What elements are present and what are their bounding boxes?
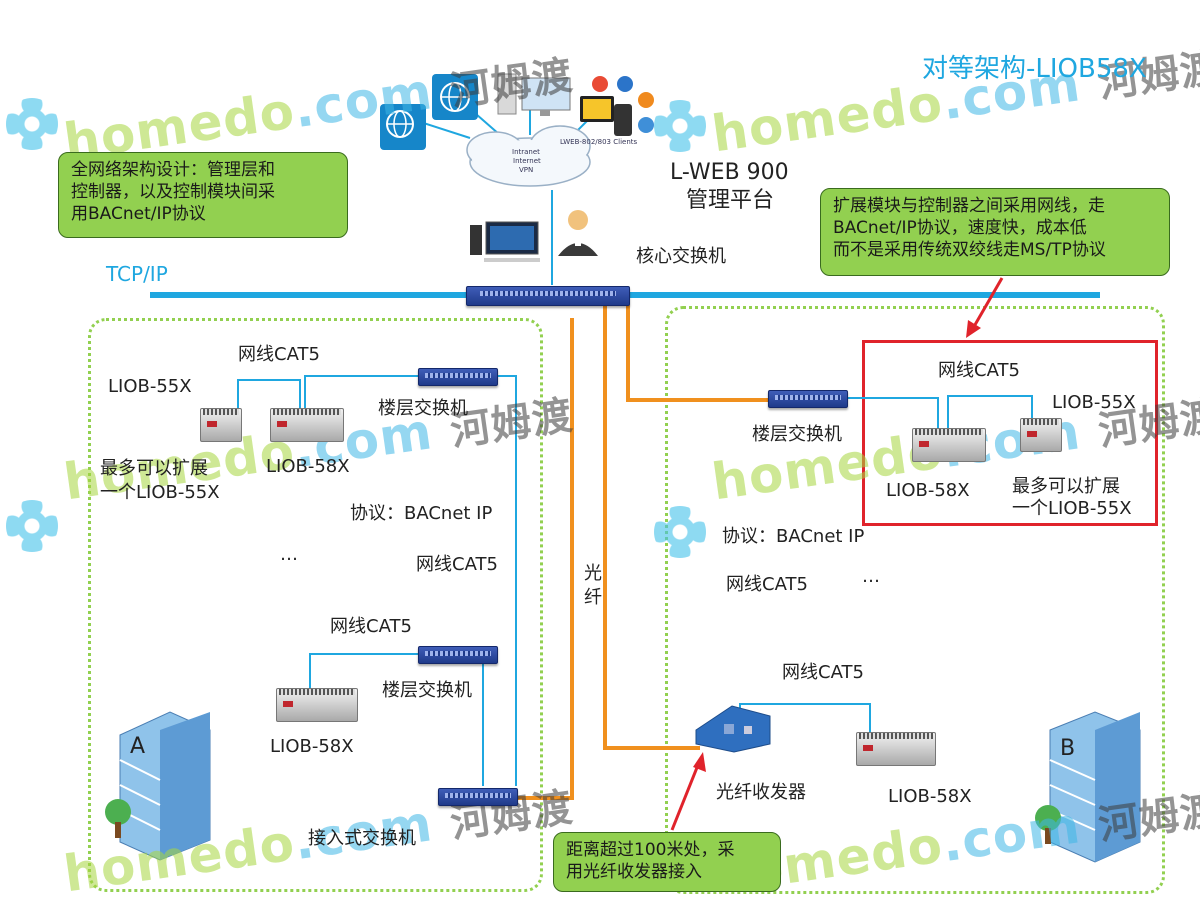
cloud-icon — [466, 125, 591, 187]
access-switch-label: 接入式交换机 — [308, 828, 416, 849]
user-avatar-icon — [558, 210, 598, 256]
right-protocol-label: 协议：BACnet IP — [722, 526, 865, 547]
liob55x-module — [1020, 418, 1062, 452]
left-expand-note-1: 最多可以扩展 — [100, 458, 208, 479]
left-cat5-top: 网线CAT5 — [238, 344, 320, 365]
callout-expansion: 扩展模块与控制器之间采用网线，走 BACnet/IP协议，速度快，成本低 而不是… — [820, 188, 1170, 276]
fiber-label: 光 纤 — [584, 563, 602, 608]
platform-subtitle: 管理平台 — [686, 188, 775, 213]
cloud-label-1: Intranet — [512, 148, 540, 156]
core-switch — [466, 286, 630, 306]
callout-architecture: 全网络架构设计：管理层和 控制器，以及控制模块间采 用BACnet/IP协议 — [58, 152, 348, 238]
building-b-label: B — [1060, 736, 1076, 761]
tablet-phone-icon — [580, 76, 654, 136]
right-liob58x-label-2: LIOB-58X — [888, 786, 972, 807]
callout-fiber: 距离超过100米处，采 用光纤收发器接入 — [553, 832, 781, 892]
callout-line: 控制器，以及控制模块间采 — [71, 182, 275, 202]
globe-icon — [432, 74, 478, 120]
transceiver-label: 光纤收发器 — [716, 782, 806, 803]
clients-label: LWEB-802/803 Clients — [560, 138, 638, 146]
liob58x-module — [270, 408, 344, 442]
watermark-flower-icon — [6, 98, 58, 150]
floor-switch-left-1 — [418, 368, 498, 386]
watermark-flower-icon — [654, 100, 706, 152]
page-title: 对等架构-LIOB58X — [922, 54, 1147, 84]
callout-line: 距离超过100米处，采 — [566, 840, 735, 860]
right-cat5-low: 网线CAT5 — [782, 662, 864, 683]
fiber-transceiver-icon — [695, 705, 771, 753]
left-expand-note-2: 一个LIOB-55X — [100, 482, 220, 503]
building-a-zone — [88, 318, 543, 892]
building-b-icon — [1035, 711, 1141, 863]
access-switch — [438, 788, 518, 806]
liob55x-module — [200, 408, 242, 442]
callout-line: BACnet/IP协议，速度快，成本低 — [833, 218, 1087, 238]
left-liob58x-label-2: LIOB-58X — [270, 736, 354, 757]
right-expand-note-2: 一个LIOB-55X — [1012, 498, 1132, 519]
right-expand-note-1: 最多可以扩展 — [1012, 476, 1120, 497]
right-ellipsis: … — [862, 566, 880, 587]
watermark-flower-icon — [654, 506, 706, 558]
left-cat5-mid: 网线CAT5 — [416, 554, 498, 575]
left-floor-switch-label-1: 楼层交换机 — [378, 398, 468, 419]
callout-line: 全网络架构设计：管理层和 — [71, 160, 275, 180]
core-switch-label: 核心交换机 — [636, 246, 726, 267]
liob58x-module — [276, 688, 358, 722]
building-b-zone — [665, 306, 1165, 894]
left-protocol-label: 协议：BACnet IP — [350, 503, 493, 524]
right-cat5-top: 网线CAT5 — [938, 360, 1020, 381]
callout-line: 扩展模块与控制器之间采用网线，走 — [833, 196, 1105, 216]
watermark-flower-icon — [6, 500, 58, 552]
building-a-label: A — [130, 734, 146, 759]
cloud-label-3: VPN — [519, 166, 534, 174]
callout-line: 而不是采用传统双绞线走MS/TP协议 — [833, 240, 1106, 260]
globe-db-icon — [380, 104, 426, 150]
floor-switch-right — [768, 390, 848, 408]
cloud-label-2: Internet — [513, 157, 541, 165]
desktop-computer-icon — [497, 73, 571, 116]
left-floor-switch-label-2: 楼层交换机 — [382, 680, 472, 701]
building-a-icon — [105, 711, 211, 861]
platform-name: L-WEB 900 — [670, 160, 789, 185]
tcpip-label: TCP/IP — [106, 262, 168, 286]
right-cat5-mid: 网线CAT5 — [726, 574, 808, 595]
highlight-box — [862, 340, 1158, 526]
liob58x-module — [912, 428, 986, 462]
right-liob55x-label: LIOB-55X — [1052, 392, 1136, 413]
left-liob55x-label: LIOB-55X — [108, 376, 192, 397]
floor-switch-left-2 — [418, 646, 498, 664]
workstation-icon — [470, 221, 540, 262]
callout-line: 用BACnet/IP协议 — [71, 204, 206, 224]
liob58x-module — [856, 732, 936, 766]
left-cat5-low: 网线CAT5 — [330, 616, 412, 637]
right-liob58x-label: LIOB-58X — [886, 480, 970, 501]
left-liob58x-label-1: LIOB-58X — [266, 456, 350, 477]
right-floor-switch-label: 楼层交换机 — [752, 424, 842, 445]
left-ellipsis: … — [280, 544, 298, 565]
callout-line: 用光纤收发器接入 — [566, 862, 702, 882]
